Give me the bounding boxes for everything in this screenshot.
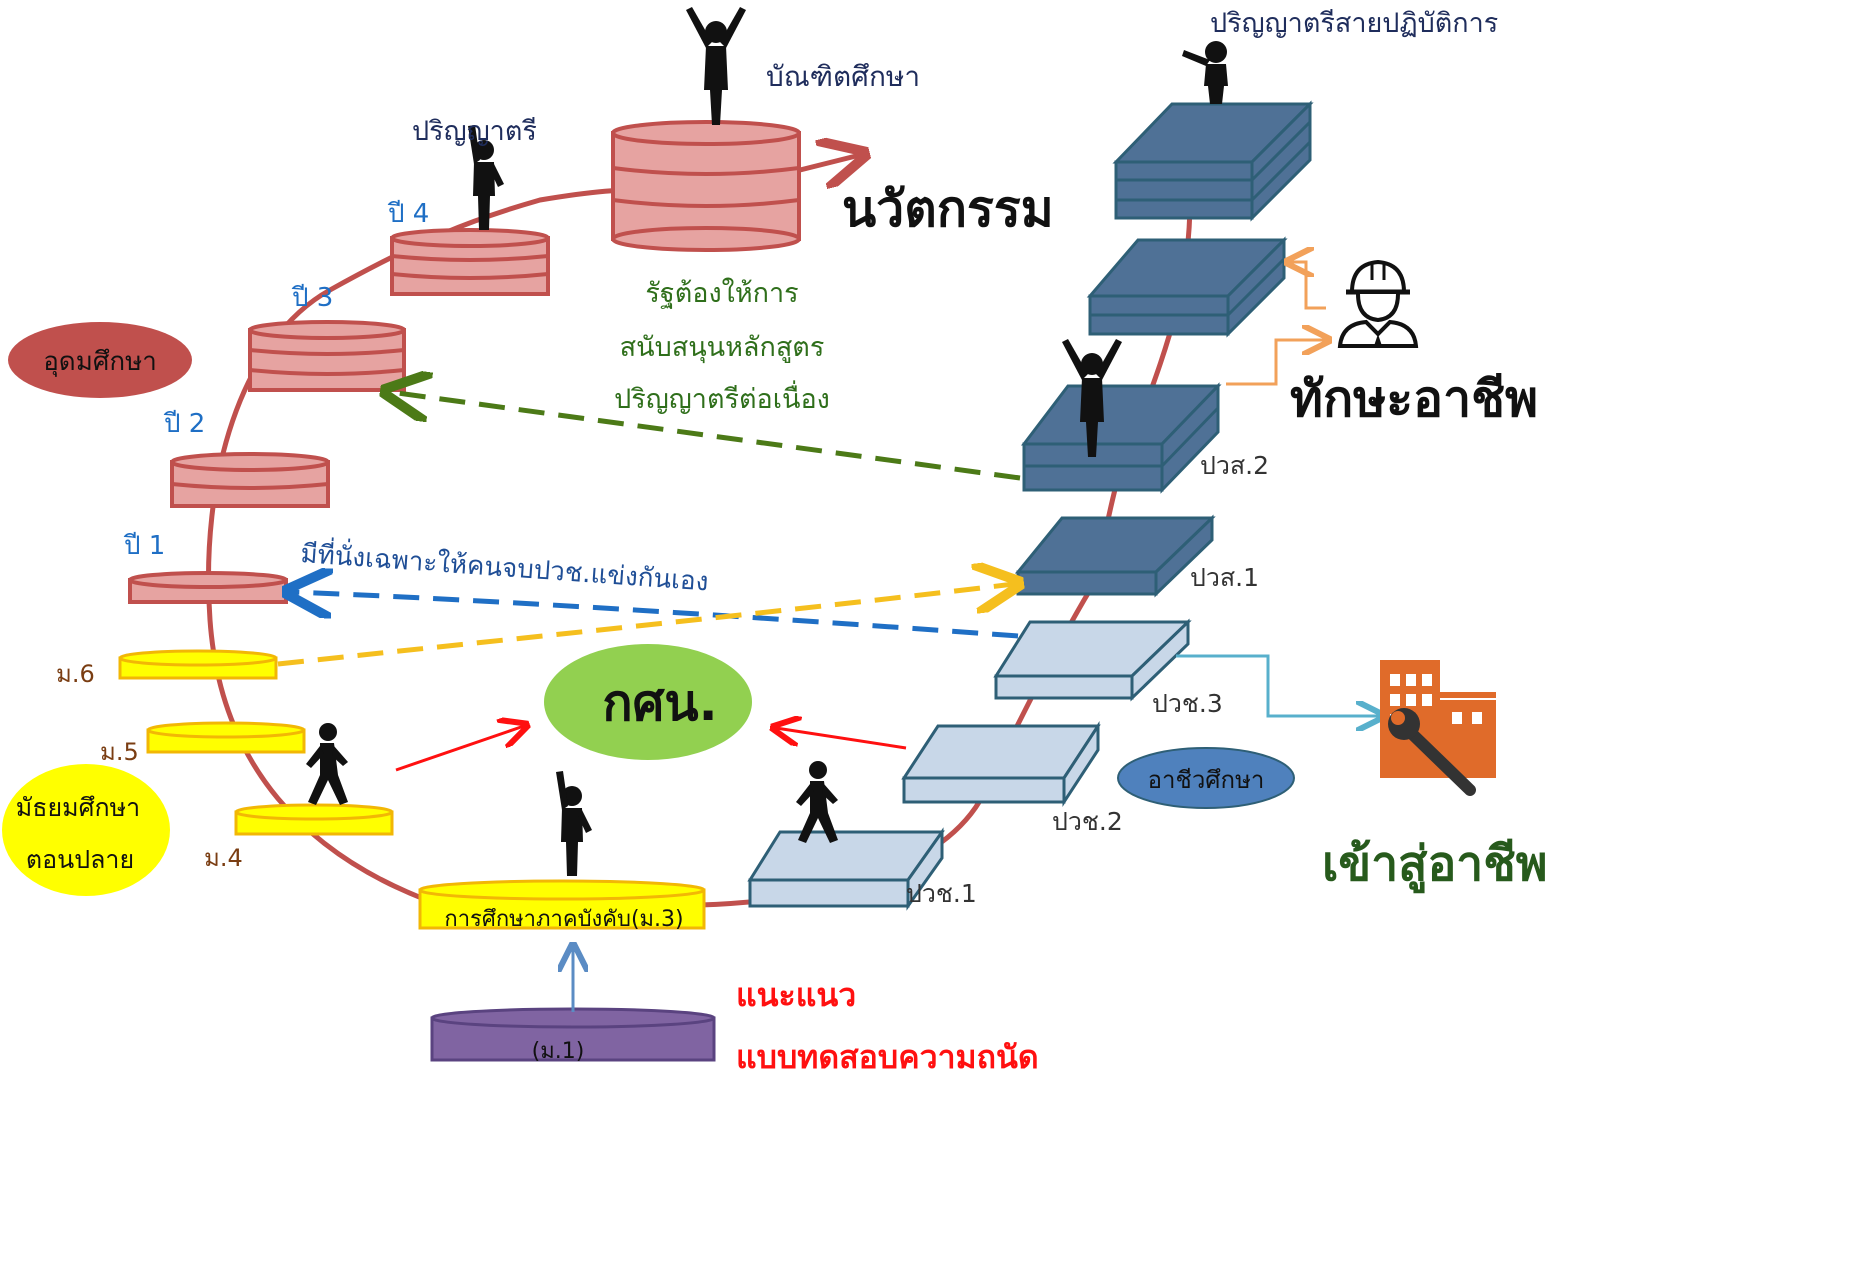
m6-disc [118, 649, 278, 680]
skills-arrow-upper [1290, 262, 1326, 310]
innovation-label: นวัตกรรม [842, 180, 1054, 238]
m6-label: ม.6 [56, 660, 95, 688]
pvc2-to-gsn-arrow [776, 728, 907, 750]
year4-disc [390, 228, 550, 296]
graduate-arrow [799, 155, 860, 170]
non-formal-oval [544, 644, 752, 760]
engineer-helmet-icon [1337, 259, 1419, 348]
state-support-line3: ปริญญาตรีต่อเนื่อง [614, 380, 830, 415]
pvs2-slab [1020, 382, 1222, 494]
m1-disc [430, 1007, 716, 1062]
pvs1-label: ปวส.1 [1190, 563, 1259, 592]
m4-label: ม.4 [204, 844, 243, 872]
pvc2-label: ปวช.2 [1052, 807, 1123, 836]
year3-disc [248, 320, 406, 392]
pvc1-label: ปวช.1 [906, 879, 977, 908]
pvc3-label: ปวช.3 [1152, 689, 1223, 718]
m1-label: (ม.1) [532, 1039, 585, 1064]
state-support-line2: สนับสนุนหลักสูตร [620, 332, 825, 364]
upper-secondary-line1: มัธยมศึกษา [16, 793, 140, 822]
compulsory-person-icon [556, 771, 592, 876]
vocational-education-label: อาชีวศึกษา [1148, 766, 1265, 794]
state-support-line1: รัฐต้องให้การ [645, 277, 798, 309]
pvs1-slab [1014, 514, 1216, 598]
higher-education-oval [8, 322, 192, 398]
year3-label: ปี 3 [291, 283, 333, 313]
m4-walking-person-icon [306, 723, 348, 805]
continuing-degree-arrow [390, 392, 1021, 481]
non-formal-label: กศน. [602, 674, 717, 732]
vocational-education-oval [1117, 747, 1295, 809]
aptitude-test-label: แบบทดสอบความถนัด [736, 1038, 1039, 1076]
m4-disc [234, 803, 394, 836]
upper-slab-mid [1086, 236, 1288, 338]
graduate-person-icon [686, 7, 746, 125]
m5-label: ม.5 [100, 738, 139, 766]
upper-secondary-oval [2, 764, 170, 896]
guidance-label: แนะแนว [736, 976, 856, 1014]
upper-secondary-line2: ตอนปลาย [26, 845, 134, 874]
professional-skills-label: ทักษะอาชีพ [1290, 370, 1538, 428]
m4-to-gsn-arrow [395, 726, 524, 772]
m5-disc [146, 721, 306, 754]
year2-label: ปี 2 [163, 409, 205, 439]
building-wrench-icon [1380, 660, 1496, 796]
bachelor-label: ปริญญาตรี [412, 116, 537, 147]
reserved-seats-label: มีที่นั่งเฉพาะให้คนจบปวช.แข่งกันเอง [300, 535, 710, 597]
practical-bachelor-slab [1112, 100, 1314, 222]
compulsory-label: การศึกษาภาคบังคับ(ม.3) [444, 907, 683, 932]
skills-arrow-lower [1226, 340, 1326, 386]
pvs2-label: ปวส.2 [1200, 451, 1269, 480]
enter-career-label: เข้าสู่อาชีพ [1322, 836, 1547, 894]
career-arrow [1176, 654, 1380, 716]
graduate-studies-cylinder [611, 120, 801, 252]
year4-label: ปี 4 [387, 199, 429, 229]
practical-bachelor-label: ปริญญาตรีสายปฏิบัติการ [1210, 8, 1498, 39]
higher-education-label: อุดมศึกษา [43, 347, 157, 377]
practical-bachelor-person-icon [1182, 41, 1228, 104]
pvc2-slab [901, 720, 1101, 808]
year2-disc [170, 452, 330, 508]
reserved-seats-arrow [292, 592, 1019, 639]
pvc3-slab [993, 618, 1192, 702]
m6-to-pvs1-arrow [277, 584, 1014, 667]
year1-label: ปี 1 [123, 531, 165, 561]
pvc1-slab [747, 827, 945, 911]
graduate-studies-label: บัณฑิตศึกษา [766, 60, 920, 93]
compulsory-disc [418, 879, 706, 930]
year1-disc [128, 571, 288, 604]
